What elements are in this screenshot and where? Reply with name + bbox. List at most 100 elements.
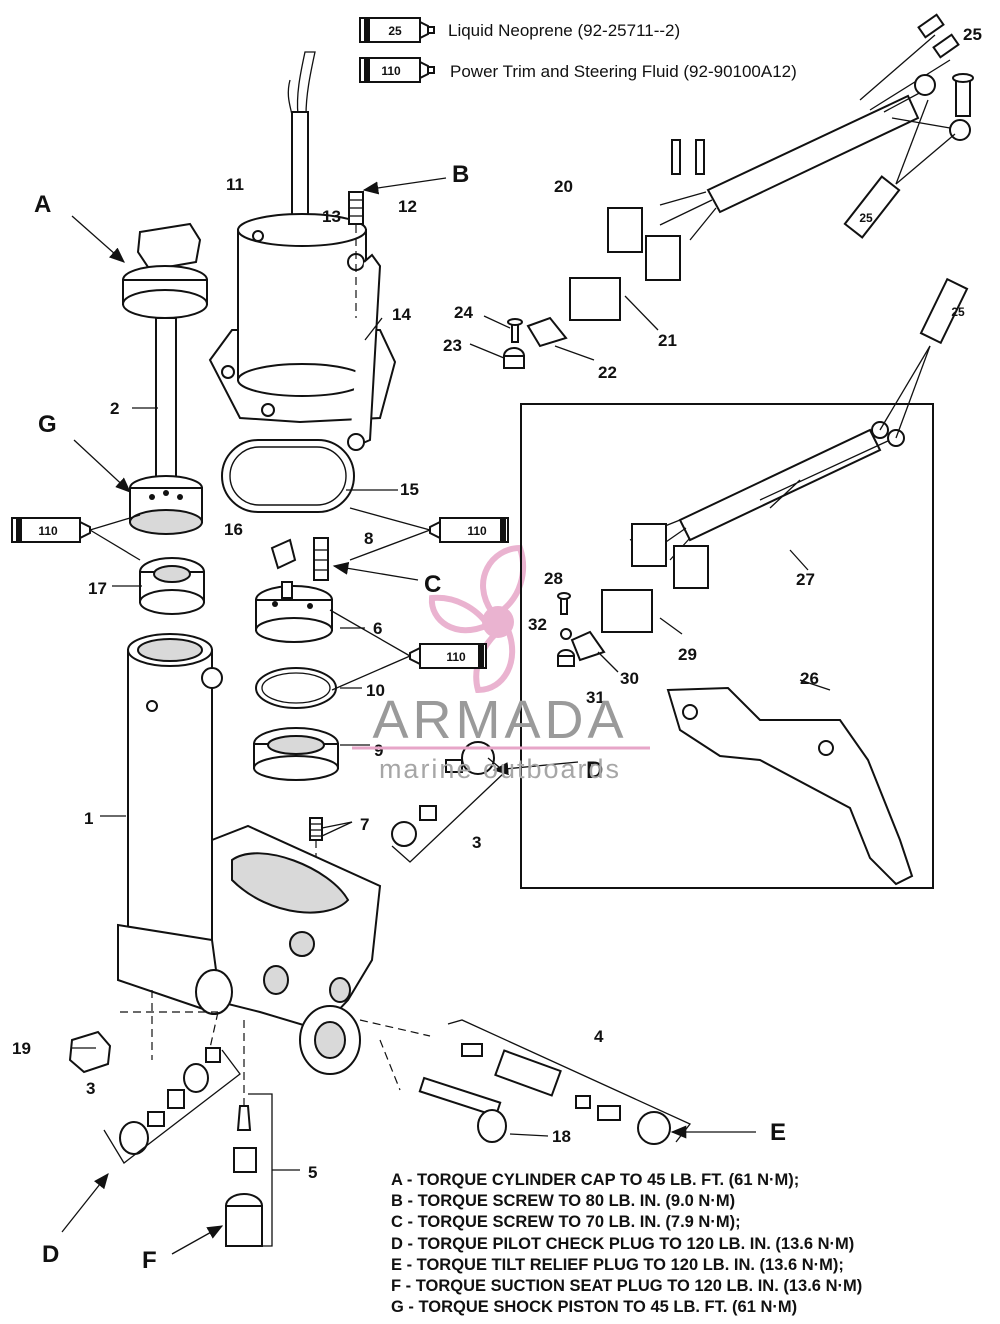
grommet-23 bbox=[503, 347, 525, 369]
part-label-12: 12 bbox=[398, 197, 417, 216]
callout-letters: A B C D D E F G bbox=[34, 161, 786, 1274]
tube-code-110-right: 110 bbox=[467, 524, 487, 538]
part-label-27: 27 bbox=[796, 570, 815, 589]
bracket-22 bbox=[526, 316, 568, 348]
armada-propeller-logo bbox=[428, 544, 527, 694]
part-label-14: 14 bbox=[392, 305, 411, 324]
callout-G: G bbox=[38, 411, 57, 438]
relay-29 bbox=[601, 589, 653, 633]
callout-C: C bbox=[424, 571, 441, 598]
legend-tube-25-icon bbox=[359, 17, 435, 43]
pilot-check-valve-3-lower bbox=[119, 1047, 221, 1155]
alternate-harness-box bbox=[520, 403, 934, 889]
part-label-15: 15 bbox=[400, 480, 419, 499]
trim-cylinder-1 bbox=[117, 633, 382, 1075]
spring-7 bbox=[309, 817, 323, 841]
part-label-18: 18 bbox=[552, 1127, 571, 1146]
part-label-5: 5 bbox=[308, 1163, 317, 1182]
part-label-6: 6 bbox=[373, 619, 382, 638]
tilt-relief-rod-18 bbox=[418, 1076, 507, 1143]
suction-seat-5 bbox=[225, 1105, 263, 1247]
legend-tube-code-25: 25 bbox=[388, 24, 402, 38]
grommet-31 bbox=[557, 649, 575, 667]
sealant-tube-25-mid-icon bbox=[919, 277, 969, 345]
o-ring-15 bbox=[221, 439, 355, 513]
reservoir-nut-9 bbox=[253, 727, 339, 781]
part-label-1: 1 bbox=[84, 809, 93, 828]
screw-28 bbox=[557, 592, 571, 615]
sealant-tube-110-left-icon bbox=[11, 517, 91, 543]
callout-D-upper: D bbox=[586, 757, 603, 784]
part-label-8: 8 bbox=[364, 529, 373, 548]
pump-assembly-6 bbox=[255, 581, 333, 643]
screw-25 bbox=[952, 73, 974, 117]
tube-code-25-mid: 25 bbox=[951, 305, 965, 319]
ground-strap-14 bbox=[347, 253, 382, 451]
legend-tube-110-icon bbox=[359, 57, 435, 83]
relay-21 bbox=[569, 277, 621, 321]
trim-motor-11 bbox=[208, 51, 397, 424]
part-number-labels: 1 2 3 3 4 5 6 7 8 9 10 11 12 13 14 15 16… bbox=[12, 25, 982, 1182]
tube-code-25-top: 25 bbox=[859, 211, 873, 225]
callout-E: E bbox=[770, 1119, 786, 1146]
callout-arrows bbox=[61, 177, 756, 1255]
part-label-31: 31 bbox=[586, 688, 605, 707]
pump-screw-8 bbox=[313, 537, 329, 581]
leader-lines bbox=[72, 295, 831, 1137]
legend-text-neoprene: Liquid Neoprene (92-25711--2) bbox=[448, 21, 680, 40]
tube-code-110-center: 110 bbox=[446, 650, 466, 664]
callout-F: F bbox=[142, 1247, 157, 1274]
part-label-20: 20 bbox=[554, 177, 573, 196]
part-label-13: 13 bbox=[322, 207, 341, 226]
tilt-relief-valve-4 bbox=[461, 1043, 671, 1145]
watermark-brand: ARMADA bbox=[372, 690, 627, 750]
part-label-2: 2 bbox=[110, 399, 119, 418]
part-label-26: 26 bbox=[800, 669, 819, 688]
part-label-3-upper: 3 bbox=[472, 833, 481, 852]
pilot-check-valve-3-upper bbox=[391, 741, 495, 847]
part-label-4: 4 bbox=[594, 1027, 604, 1046]
part-label-29: 29 bbox=[678, 645, 697, 664]
part-label-16: 16 bbox=[224, 520, 243, 539]
callout-A: A bbox=[34, 191, 51, 218]
washer-32 bbox=[560, 628, 572, 640]
callout-B: B bbox=[452, 161, 469, 188]
filter-clip-16 bbox=[270, 538, 297, 570]
torque-note-a: A - TORQUE CYLINDER CAP TO 45 LB. FT. (6… bbox=[391, 1171, 800, 1189]
part-label-7: 7 bbox=[360, 815, 369, 834]
cylinder-cap-rod-assembly bbox=[122, 222, 208, 535]
plug-19 bbox=[68, 1030, 112, 1074]
torque-note-c: C - TORQUE SCREW TO 70 LB. IN. (7.9 N·M)… bbox=[391, 1213, 741, 1232]
torque-notes: A - TORQUE CYLINDER CAP TO 45 LB. FT. (6… bbox=[391, 1170, 991, 1318]
harness-20 bbox=[607, 13, 971, 281]
part-label-19: 19 bbox=[12, 1039, 31, 1058]
part-label-32: 32 bbox=[528, 615, 547, 634]
callout-D-lower: D bbox=[42, 1241, 59, 1268]
part-label-10: 10 bbox=[366, 681, 385, 700]
part-label-28: 28 bbox=[544, 569, 563, 588]
part-label-25: 25 bbox=[963, 25, 982, 44]
torque-note-d: D - TORQUE PILOT CHECK PLUG TO 120 LB. I… bbox=[391, 1234, 855, 1253]
part-label-22: 22 bbox=[598, 363, 617, 382]
part-label-30: 30 bbox=[620, 669, 639, 688]
part-label-11: 11 bbox=[226, 175, 244, 194]
sealant-tube-110-center-icon bbox=[409, 643, 487, 669]
part-label-9: 9 bbox=[374, 741, 383, 760]
torque-note-f: F - TORQUE SUCTION SEAT PLUG TO 120 LB. … bbox=[391, 1277, 863, 1296]
torque-note-g: G - TORQUE SHOCK PISTON TO 45 LB. FT. (6… bbox=[391, 1298, 798, 1317]
o-ring-10 bbox=[255, 667, 337, 709]
torque-note-b: B - TORQUE SCREW TO 80 LB. IN. (9.0 N·M) bbox=[391, 1192, 736, 1211]
sealant-tube-25-top-icon bbox=[843, 175, 901, 239]
tube-code-110-left: 110 bbox=[38, 524, 58, 538]
part-label-21: 21 bbox=[658, 331, 677, 350]
bracket-30 bbox=[570, 630, 606, 662]
part-label-17: 17 bbox=[88, 579, 107, 598]
legend-text-trim-fluid: Power Trim and Steering Fluid (92-90100A… bbox=[450, 62, 797, 81]
watermark-tagline: marine outboards bbox=[379, 754, 621, 784]
torque-note-e: E - TORQUE TILT RELIEF PLUG TO 120 LB. I… bbox=[391, 1255, 844, 1274]
shock-seal-17 bbox=[139, 557, 205, 615]
legend-tube-code-110: 110 bbox=[381, 64, 401, 78]
part-label-3-lower: 3 bbox=[86, 1079, 95, 1098]
